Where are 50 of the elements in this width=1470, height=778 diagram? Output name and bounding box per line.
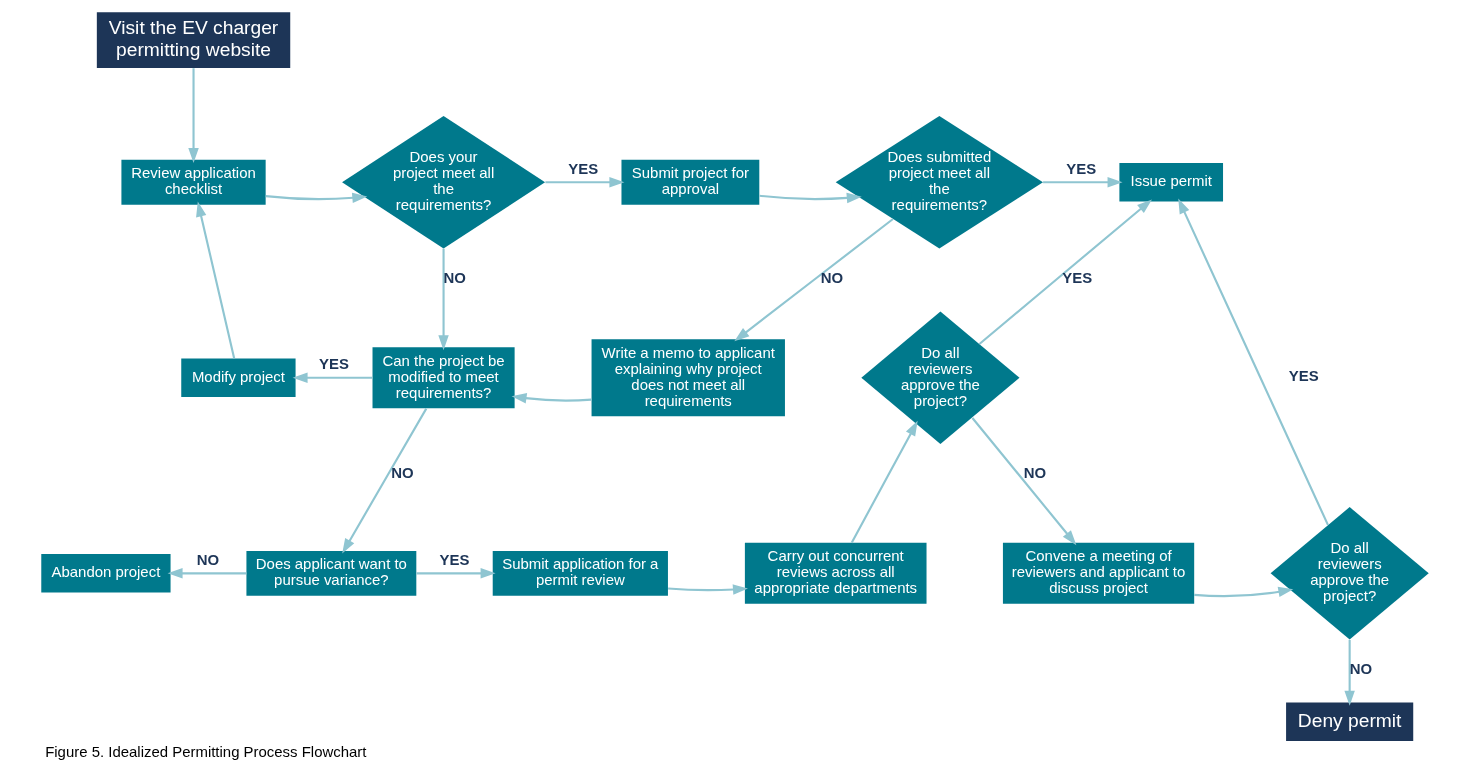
arrow: [734, 218, 894, 342]
node-box: Carry out concurrent reviews across all appropriate departments: [744, 542, 927, 604]
arrow: [167, 568, 247, 579]
node-box: Convene a meeting of reviewers and applicant to discuss project: [1002, 542, 1195, 604]
arrow: [1043, 177, 1123, 188]
edge-label: NO: [1349, 659, 1373, 677]
edge-label: NO: [443, 268, 466, 286]
arrow: [971, 417, 1077, 546]
edge-label: YES: [1062, 268, 1093, 286]
arrow: [759, 192, 862, 204]
node-box: Visit the EV charger permitting website: [96, 12, 291, 68]
arrow: [196, 201, 236, 359]
arrow: [188, 68, 199, 163]
node-box: Write a memo to applicant explaining why project does not meet all requirements: [591, 339, 785, 417]
edge-label: YES: [1066, 159, 1097, 177]
node-box: Abandon project: [41, 554, 171, 593]
edge-label: NO: [196, 550, 220, 568]
arrow: [545, 177, 625, 188]
arrow: [416, 568, 496, 579]
edge-label: YES: [1288, 366, 1319, 384]
edge-label: NO: [820, 268, 844, 286]
arrow: [1178, 198, 1329, 526]
node-box: Submit project for approval: [621, 159, 760, 205]
arrow: [1344, 639, 1355, 706]
arrow: [668, 584, 748, 595]
node-box: Review application checklist: [121, 159, 266, 205]
edge-label: YES: [568, 159, 599, 177]
node-diamond: Does submitted project meet all the requirements?: [835, 116, 1043, 249]
edge-label: YES: [439, 550, 470, 568]
node-diamond: Do all reviewers approve the project?: [1270, 507, 1429, 640]
edge-label: YES: [319, 355, 349, 373]
node-box: Can the project be modified to meet requirements?: [372, 347, 515, 409]
arrow: [1194, 586, 1294, 598]
caption: Figure 5. Idealized Permitting Process Flowchart: [45, 743, 367, 761]
node-box: Deny permit: [1286, 702, 1414, 742]
node-box: Issue permit: [1119, 163, 1224, 202]
arrow: [511, 393, 592, 404]
node-diamond: Does your project meet all the requirements?: [342, 116, 546, 249]
arrow: [292, 372, 373, 384]
node-diamond: Do all reviewers approve the project?: [861, 311, 1020, 445]
arrow: [265, 192, 368, 204]
node-box: Modify project: [181, 358, 296, 397]
edge-label: NO: [391, 464, 414, 482]
node-box: Does applicant want to pursue variance?: [246, 550, 417, 596]
edge-label: NO: [1023, 464, 1047, 482]
arrow: [978, 199, 1152, 345]
arrow: [438, 248, 449, 351]
node-box: Submit application for a permit review: [492, 550, 668, 596]
arrow: [342, 408, 428, 554]
arrow: [850, 420, 918, 544]
